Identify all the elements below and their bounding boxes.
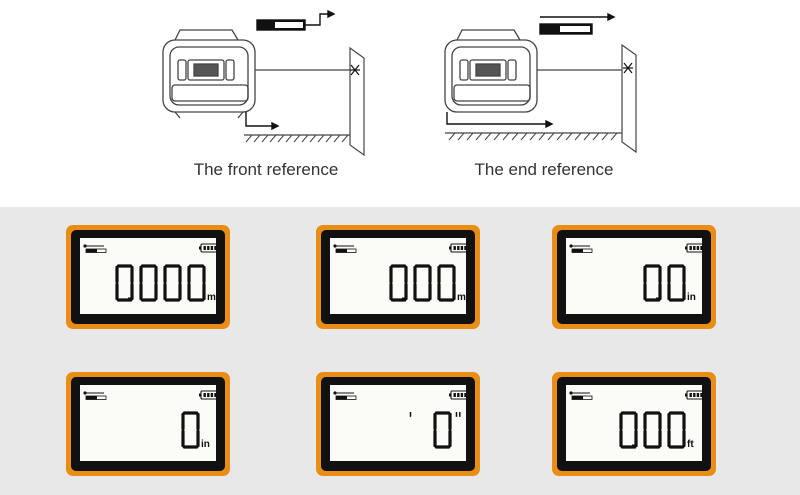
reference-indicator-icon: [83, 244, 107, 253]
reference-illustration-panel: The front reference The end reference: [0, 0, 800, 207]
front-reference-diagram: [162, 9, 637, 157]
reference-indicator-icon: [333, 391, 357, 400]
battery-icon: [199, 390, 216, 400]
unit-label: m: [457, 292, 466, 303]
lcd-display-3: 0.0in: [552, 225, 716, 329]
lcd-readout: "'' 0": [333, 390, 466, 449]
unit-label: in: [687, 292, 696, 303]
lcd-readout: 0.000m: [83, 243, 216, 303]
laser-dot-icon: [623, 62, 633, 74]
reference-indicator-icon: [569, 244, 593, 253]
lcd-display-grid: 0.000m 0.00m 0.0in 0in "'' 0" 0.00ft: [0, 207, 800, 495]
lcd-display-4: 0in: [66, 372, 230, 476]
battery-icon: [449, 243, 466, 253]
unit-label: ft: [687, 439, 694, 450]
reference-indicator-icon: [333, 244, 357, 253]
tape-measure-end-icon: [444, 29, 622, 113]
lcd-display-6: 0.00ft: [552, 372, 716, 476]
front-reference-caption: The front reference: [193, 160, 339, 179]
end-reference-caption: The end reference: [474, 160, 614, 179]
floor-hatch: [245, 134, 349, 143]
front-wall-icon: [244, 46, 365, 157]
laser-dot-icon: [350, 64, 360, 76]
lcd-display-1: 0.000m: [66, 225, 230, 329]
lcd-readout: 0in: [83, 390, 216, 450]
battery-icon: [685, 243, 702, 253]
floor-hatch: [448, 132, 618, 141]
lcd-screen: "'' 0": [330, 385, 466, 461]
unit-mark: ': [408, 409, 413, 430]
unit-label: in: [201, 439, 210, 450]
lcd-display-2: 0.00m: [316, 225, 480, 329]
front-reference-pointer-icon: [245, 9, 336, 131]
lcd-screen: 0.0in: [566, 238, 702, 314]
lcd-display-5: "'' 0": [316, 372, 480, 476]
unit-label: m: [207, 292, 216, 303]
battery-icon: [199, 243, 216, 253]
end-reference-pointer-icon: [446, 12, 616, 129]
reference-indicator-icon: [569, 391, 593, 400]
lcd-screen: 0in: [80, 385, 216, 461]
reference-indicator-icon: [83, 391, 107, 400]
lcd-screen: 0.00m: [330, 238, 466, 314]
battery-icon: [685, 390, 702, 400]
battery-icon: [449, 390, 466, 400]
end-wall-icon: [445, 43, 637, 154]
lcd-readout: 0.00ft: [569, 390, 702, 450]
tape-measure-front-icon: [162, 29, 350, 119]
lcd-screen: 0.000m: [80, 238, 216, 314]
unit-mark: ": [454, 409, 462, 430]
lcd-screen: 0.00ft: [566, 385, 702, 461]
